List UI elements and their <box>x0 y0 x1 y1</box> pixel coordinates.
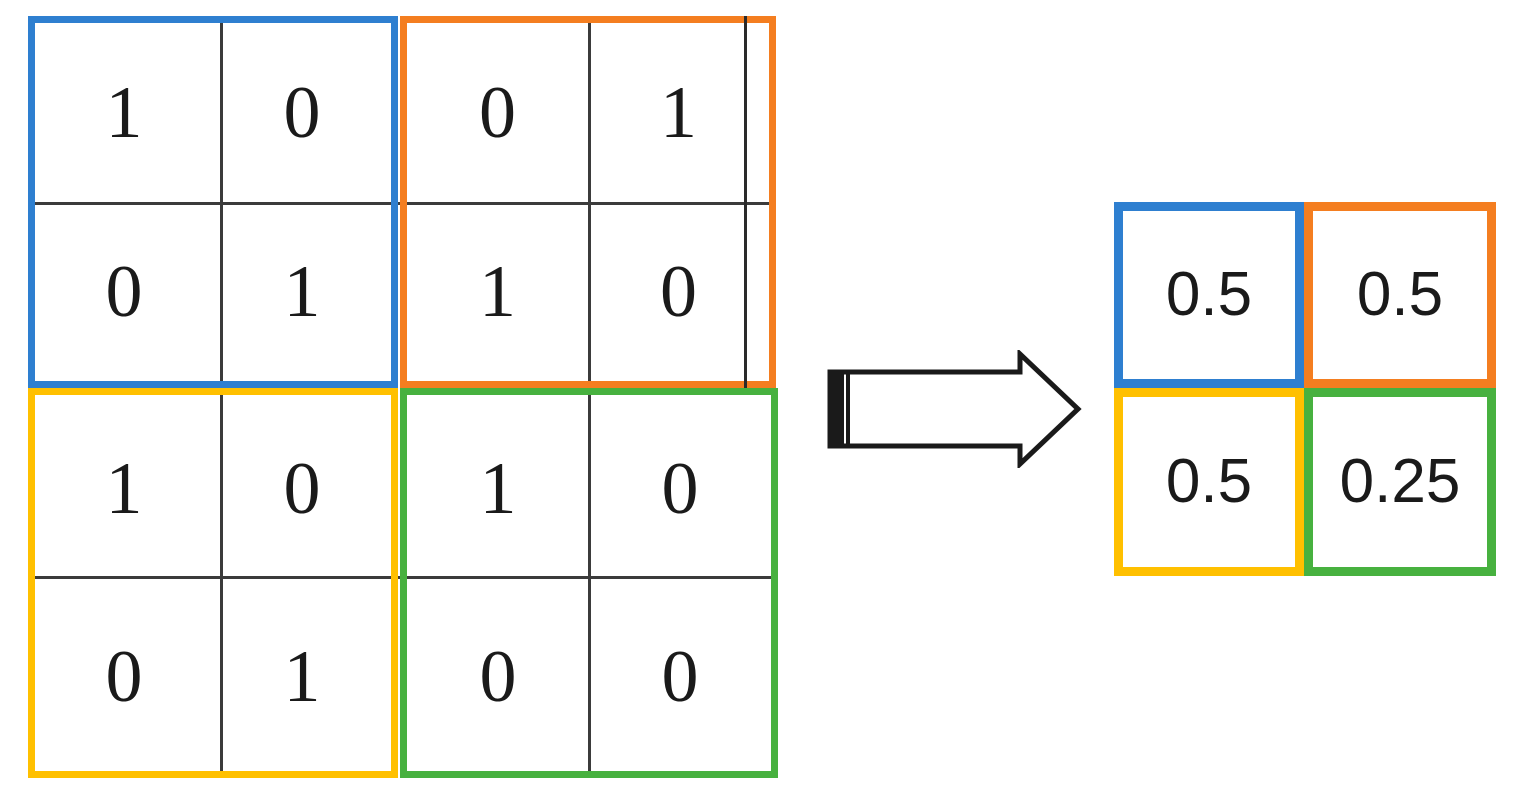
output-cell-top-left: 0.5 <box>1114 202 1304 388</box>
arrow-tail-bar <box>828 370 844 448</box>
output-cell-bottom-right: 0.25 <box>1304 388 1496 576</box>
cell-r1c2: 1 <box>479 250 516 333</box>
cell-r2c2: 1 <box>479 448 517 530</box>
grid-rule-vertical-left <box>220 16 223 778</box>
cell-r0c3: 1 <box>660 71 697 154</box>
output-matrix: 0.5 0.5 0.5 0.25 <box>1114 202 1496 576</box>
cell-r0c2: 0 <box>479 71 516 154</box>
arrow-body <box>827 350 1082 468</box>
grid-rule-vertical-right <box>588 16 591 778</box>
quadrant-top-right: 0 1 1 0 <box>400 16 776 388</box>
output-cell-bottom-left: 0.5 <box>1114 388 1304 576</box>
quadrant-bottom-left: 1 0 0 1 <box>28 388 398 778</box>
cell-r3c2: 0 <box>479 636 517 718</box>
transform-arrow <box>820 350 1088 468</box>
cell-r3c3: 0 <box>661 636 699 718</box>
cell-r1c3: 0 <box>660 250 697 333</box>
arrow-right-icon <box>827 350 1082 468</box>
cell-r1c1: 1 <box>283 250 321 333</box>
grid-right-edge-line <box>744 16 747 388</box>
quadrant-top-left: 1 0 0 1 <box>28 16 398 388</box>
cell-r3c0: 0 <box>105 636 143 718</box>
cell-r1c0: 0 <box>105 250 143 333</box>
quadrant-bottom-right: 1 0 0 0 <box>400 388 778 778</box>
cell-r3c1: 1 <box>283 636 321 718</box>
cell-r0c0: 1 <box>105 71 143 154</box>
input-grid: 1 0 0 1 0 1 1 0 1 0 0 1 1 0 0 0 <box>28 16 778 778</box>
arrow-tail-bar-inner <box>846 370 850 448</box>
cell-r2c3: 0 <box>661 448 699 530</box>
output-cell-top-right: 0.5 <box>1304 202 1496 388</box>
cell-r2c0: 1 <box>105 448 143 530</box>
cell-r2c1: 0 <box>283 448 321 530</box>
cell-r0c1: 0 <box>283 71 321 154</box>
